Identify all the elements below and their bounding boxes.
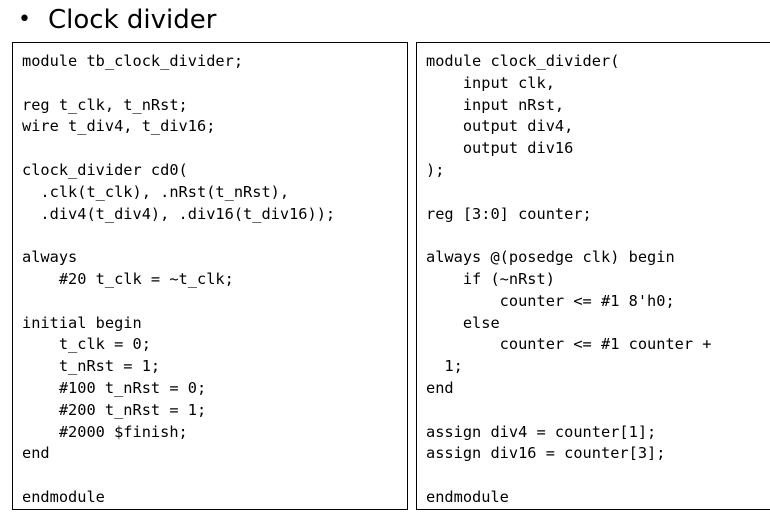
- code-line: t_nRst = 1;: [22, 357, 161, 376]
- code-line: endmodule: [22, 487, 105, 506]
- slide-title-row: • Clock divider: [18, 2, 216, 38]
- bullet-icon: •: [18, 7, 31, 32]
- code-line: [426, 465, 770, 487]
- code-line: output div4,: [426, 117, 574, 136]
- code-line: [426, 225, 770, 247]
- code-line: wire t_div4, t_div16;: [22, 117, 216, 136]
- code-line: [22, 465, 407, 487]
- code-line: endmodule: [426, 487, 509, 506]
- code-line: counter <= #1 counter +: [426, 335, 712, 354]
- code-line: [22, 225, 407, 247]
- code-line: input clk,: [426, 73, 555, 92]
- module-code: module clock_divider( input clk, input n…: [417, 43, 770, 509]
- code-line: .div4(t_div4), .div16(t_div16));: [22, 204, 336, 223]
- code-line: else: [426, 313, 500, 332]
- code-line: output div16: [426, 139, 574, 158]
- code-line: #200 t_nRst = 1;: [22, 400, 207, 419]
- code-line: #2000 $finish;: [22, 422, 188, 441]
- code-line: end: [426, 378, 454, 397]
- code-line: always: [22, 248, 78, 267]
- testbench-code-box: module tb_clock_divider;reg t_clk, t_nRs…: [12, 42, 408, 510]
- code-line: 1;: [426, 357, 463, 376]
- code-line: assign div16 = counter[3];: [426, 444, 666, 463]
- code-line: module tb_clock_divider;: [22, 52, 244, 70]
- module-code-box: module clock_divider( input clk, input n…: [416, 42, 770, 510]
- code-line: input nRst,: [426, 95, 565, 114]
- code-line: [22, 138, 407, 160]
- code-line: if (~nRst): [426, 269, 555, 288]
- code-line: [426, 182, 770, 204]
- testbench-code: module tb_clock_divider;reg t_clk, t_nRs…: [13, 43, 407, 509]
- code-line: [22, 291, 407, 313]
- code-line: clock_divider cd0(: [22, 160, 188, 179]
- code-line: always @(posedge clk) begin: [426, 248, 675, 267]
- code-line: t_clk = 0;: [22, 335, 151, 354]
- code-line: [426, 400, 770, 422]
- code-line: );: [426, 160, 445, 179]
- code-line: initial begin: [22, 313, 142, 332]
- code-line: end: [22, 444, 50, 463]
- code-line: assign div4 = counter[1];: [426, 422, 657, 441]
- code-line: .clk(t_clk), .nRst(t_nRst),: [22, 182, 290, 201]
- slide-title: Clock divider: [48, 5, 217, 35]
- code-line: #100 t_nRst = 0;: [22, 378, 207, 397]
- code-line: reg t_clk, t_nRst;: [22, 95, 188, 114]
- code-line: #20 t_clk = ~t_clk;: [22, 269, 234, 288]
- code-line: [22, 73, 407, 95]
- code-line: counter <= #1 8'h0;: [426, 291, 675, 310]
- code-line: reg [3:0] counter;: [426, 204, 592, 223]
- code-line: module clock_divider(: [426, 52, 620, 70]
